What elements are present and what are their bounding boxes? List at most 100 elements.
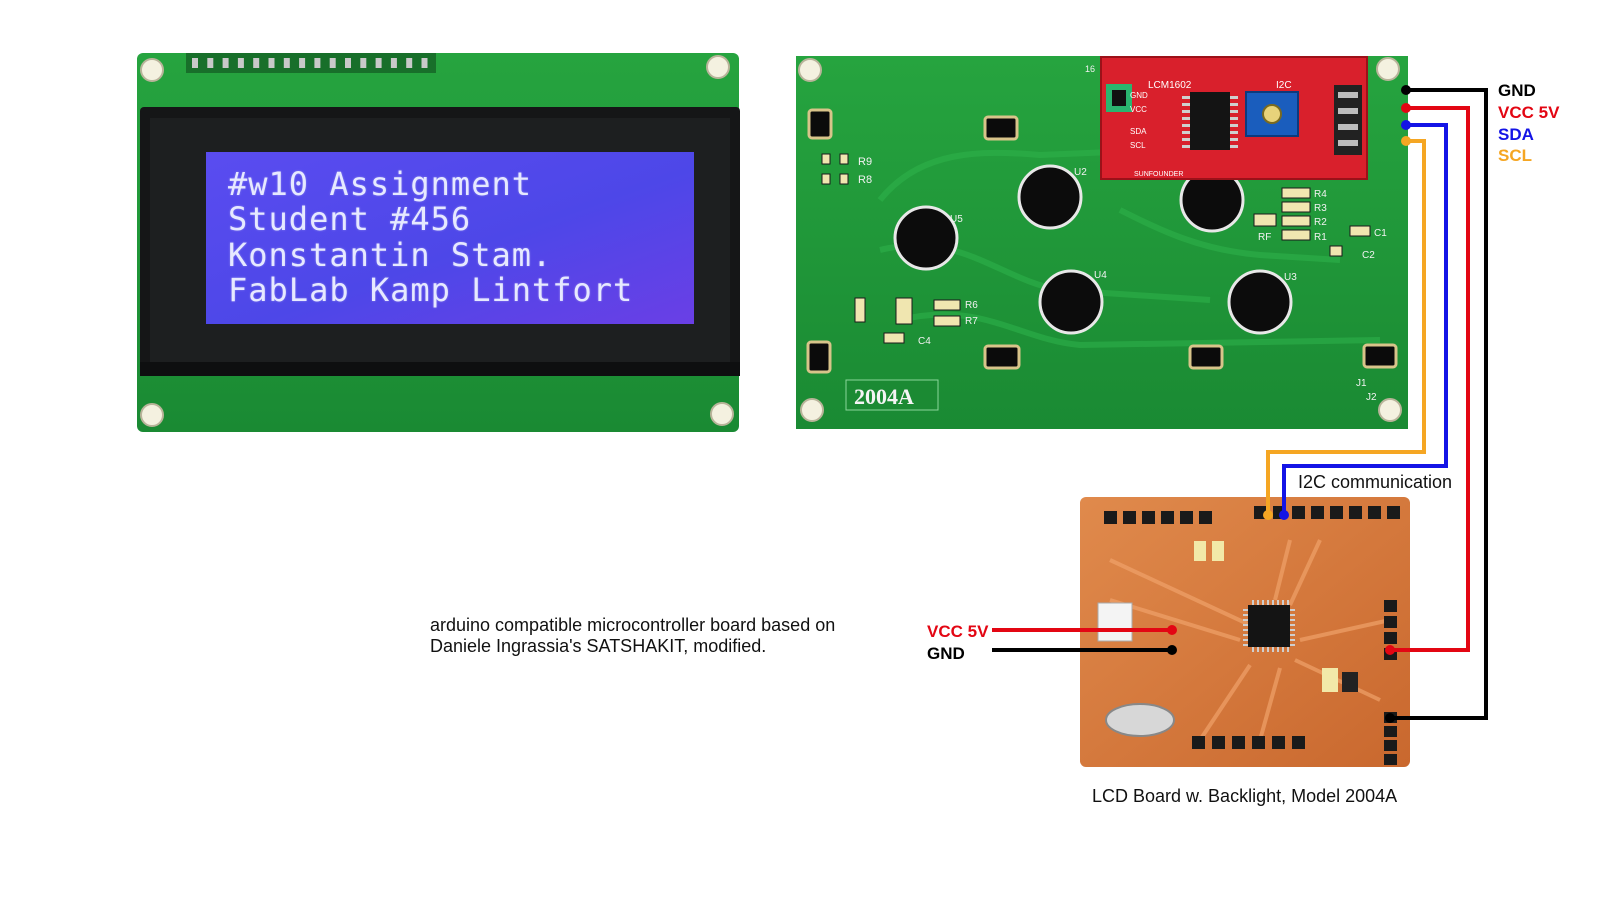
- header-pin: [253, 58, 260, 68]
- header-pin: [375, 58, 382, 68]
- mount-hole: [140, 403, 164, 427]
- chip-pin: [1182, 110, 1190, 113]
- caption-lcd-board: LCD Board w. Backlight, Model 2004A: [1092, 786, 1398, 806]
- chip-pin: [1230, 103, 1238, 106]
- mcu-header-pin: [1199, 511, 1212, 524]
- lcd-front-photo: [137, 53, 740, 432]
- header-pin: [237, 58, 244, 68]
- silk-r3: R3: [1314, 203, 1327, 214]
- button-switch: [1097, 602, 1133, 642]
- header-pin: [222, 58, 229, 68]
- silk-r9: R9: [858, 156, 872, 168]
- header-pin: [314, 58, 321, 68]
- mcu-pcb: [1080, 497, 1410, 767]
- lcd-line-3: Konstantin Stam.: [228, 236, 553, 274]
- mcu-header-pin: [1330, 506, 1343, 519]
- mcu-chip-pin: [1267, 647, 1269, 652]
- header-pin: [192, 58, 198, 68]
- mcu-header-pin: [1232, 736, 1245, 749]
- wire-gnd: [1392, 88, 1488, 720]
- mcu-chip-pin: [1287, 647, 1289, 652]
- lcd-line-1: #w10 Assignment: [228, 165, 532, 203]
- chip-blob-u5: [893, 205, 959, 271]
- silk-r4: R4: [1314, 189, 1327, 200]
- module-protocol: I2C: [1276, 80, 1292, 91]
- mcu-header-pin: [1161, 511, 1174, 524]
- mcu-header-pin: [1123, 511, 1136, 524]
- mcu-header-pin: [1252, 736, 1265, 749]
- mcu-header-pin: [1384, 740, 1397, 751]
- label-scl: SCL: [1498, 146, 1532, 165]
- mount-hole: [706, 55, 730, 79]
- chip-pin: [1182, 117, 1190, 120]
- silk-u3: U3: [1284, 272, 1297, 283]
- module-pin-sda: SDA: [1130, 127, 1147, 136]
- mcu-chip-pin: [1243, 609, 1248, 611]
- chip-pin: [1182, 96, 1190, 99]
- chip-pin: [1230, 110, 1238, 113]
- i2c-header-pin: [1338, 108, 1358, 114]
- mcu-header-pin: [1272, 736, 1285, 749]
- mcu-chip-pin: [1243, 644, 1248, 646]
- module-pin-vcc: VCC: [1130, 105, 1147, 114]
- mcu-chip-pin: [1243, 614, 1248, 616]
- lcd-line-4: FabLab Kamp Lintfort: [228, 271, 634, 309]
- mcu-chip-pin: [1243, 634, 1248, 636]
- label-gnd-in: GND: [927, 644, 965, 663]
- caption-mcu-line1: arduino compatible microcontroller board…: [430, 615, 836, 635]
- mcu-header-pin: [1384, 726, 1397, 737]
- silkscreen-labels: R9 R8 U5 U2 U4 U3 R4 R3 R2 R1 RF C1 C2 R…: [858, 64, 1387, 403]
- mcu-header-pin: [1384, 632, 1397, 644]
- mcu-chip-pin: [1272, 600, 1274, 605]
- silk-j1: J1: [1356, 378, 1367, 389]
- mcu-chip-pin: [1287, 600, 1289, 605]
- mcu-chip-pin: [1252, 647, 1254, 652]
- silk-r2: R2: [1314, 217, 1327, 228]
- chip-blob-u3: [1227, 269, 1293, 335]
- header-pin: [390, 58, 397, 68]
- header-pin: [421, 58, 428, 68]
- mcu-header-pin: [1387, 506, 1400, 519]
- mcu-chip-pin: [1290, 619, 1295, 621]
- pcf8574-chip: [1190, 92, 1230, 150]
- mcu-chip-pin: [1262, 647, 1264, 652]
- chip-pin: [1182, 131, 1190, 134]
- chip-pin: [1230, 131, 1238, 134]
- mcu-header-pin: [1384, 616, 1397, 628]
- wire-scl: [1266, 139, 1426, 515]
- chip-pin: [1182, 138, 1190, 141]
- mcu-chip-pin: [1290, 629, 1295, 631]
- module-title: LCM1602: [1148, 80, 1192, 91]
- header-pin: [207, 58, 214, 68]
- header-pin: [283, 58, 290, 68]
- mcu-header-pin: [1104, 511, 1117, 524]
- label-sda: SDA: [1498, 125, 1534, 144]
- mcu-chip-pin: [1262, 600, 1264, 605]
- crystal: [1105, 703, 1175, 737]
- chip-pin: [1230, 117, 1238, 120]
- smd-components: [821, 153, 1371, 344]
- caption-i2c: I2C communication: [1298, 472, 1453, 492]
- mcu-chip-pin: [1267, 600, 1269, 605]
- mcu-chip-pin: [1290, 634, 1295, 636]
- label-gnd: GND: [1498, 81, 1536, 100]
- silk-r8: R8: [858, 174, 872, 186]
- mcu-header-pin: [1349, 506, 1362, 519]
- mcu-header-pin: [1212, 736, 1225, 749]
- model-marking: 2004A: [854, 384, 914, 409]
- mcu-chip-pin: [1243, 624, 1248, 626]
- mcu-header-pin: [1292, 736, 1305, 749]
- model-marking-box: [845, 379, 939, 411]
- frame-tabs: [806, 108, 1398, 374]
- mount-hole: [710, 402, 734, 426]
- header-pin: [345, 58, 351, 68]
- chip-pin: [1182, 145, 1190, 148]
- mcu-chip-pin: [1290, 639, 1295, 641]
- module-pin-gnd: GND: [1130, 91, 1148, 100]
- mcu-header-pin: [1292, 506, 1305, 519]
- silk-c4: C4: [918, 336, 931, 347]
- chip-blob-u4: [1038, 269, 1104, 335]
- label-vcc: VCC 5V: [1498, 103, 1560, 122]
- silk-pin16: 16: [1085, 64, 1095, 74]
